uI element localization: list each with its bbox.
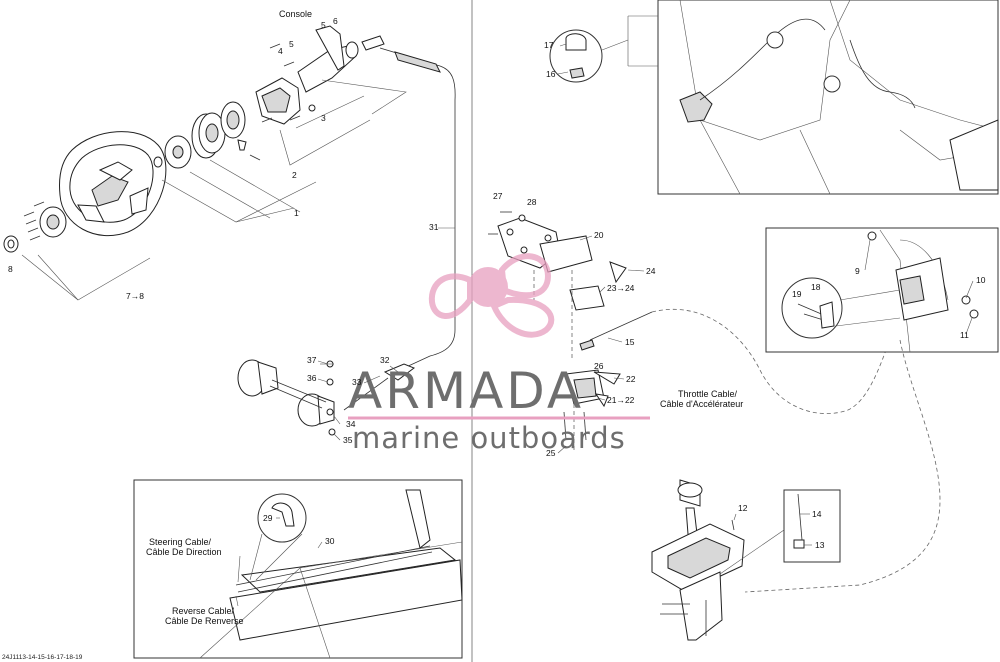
leader-lines xyxy=(276,43,974,549)
callout-32: 32 xyxy=(380,355,390,365)
callout-17: 17 xyxy=(544,40,554,50)
callout-numbers: 1 2 3 4 5 5 6 7→8 8 9 10 11 12 13 14 15 … xyxy=(8,16,986,550)
callout-11: 11 xyxy=(960,330,969,340)
callout-19: 19 xyxy=(792,289,802,299)
armada-logo-icon xyxy=(428,253,555,338)
cable-attachment-inset xyxy=(744,227,999,593)
callout-24: 24 xyxy=(646,266,656,276)
steering-adapter-group xyxy=(153,101,317,223)
callout-12: 12 xyxy=(738,503,748,513)
callout-37: 37 xyxy=(307,355,317,365)
callout-15: 15 xyxy=(625,337,635,347)
callout-28: 28 xyxy=(527,197,537,207)
callout-14: 14 xyxy=(812,509,822,519)
steering-cable-fr-label: Câble De Direction xyxy=(146,547,222,557)
callout-31: 31 xyxy=(429,222,439,232)
callout-27: 27 xyxy=(493,191,503,201)
callout-8: 8 xyxy=(8,264,13,274)
document-code: 24J1113-14-15-16-17-18-19 xyxy=(2,654,83,661)
callout-26: 26 xyxy=(594,361,604,371)
callout-5a: 5 xyxy=(321,20,326,30)
reverse-cable-label: Reverse Cable/ xyxy=(172,606,235,616)
callout-36: 36 xyxy=(307,373,317,383)
callout-23-24: 23→24 xyxy=(607,283,635,293)
callout-16: 16 xyxy=(546,69,556,79)
callout-33: 33 xyxy=(352,377,362,387)
console-interior-inset xyxy=(627,0,999,195)
callout-18: 18 xyxy=(811,282,821,292)
shifter-assembly xyxy=(651,479,841,641)
cable-connection-group xyxy=(237,359,416,436)
callout-4: 4 xyxy=(278,46,283,56)
callout-1: 1 xyxy=(294,208,299,218)
steering-cable-label: Steering Cable/ xyxy=(149,537,212,547)
callout-20: 20 xyxy=(594,230,604,240)
throttle-cable-fr-label: Câble d'Accélérateur xyxy=(660,399,743,409)
throttle-bracket-group xyxy=(488,211,893,450)
callout-6: 6 xyxy=(333,16,338,26)
callout-13: 13 xyxy=(815,540,825,550)
callout-35: 35 xyxy=(343,435,353,445)
callout-9: 9 xyxy=(855,266,860,276)
callout-3: 3 xyxy=(321,113,326,123)
callout-21-22: 21→22 xyxy=(607,395,635,405)
watermark-brand: ARMADA xyxy=(348,362,584,420)
callout-29: 29 xyxy=(263,513,273,523)
throttle-cable-label: Throttle Cable/ xyxy=(678,389,738,399)
helm-unit xyxy=(255,25,456,369)
callout-7-8: 7→8 xyxy=(126,291,144,301)
callout-22: 22 xyxy=(626,374,636,384)
hull-inset xyxy=(133,479,463,659)
callout-25: 25 xyxy=(546,448,556,458)
callout-30: 30 xyxy=(325,536,335,546)
callout-10: 10 xyxy=(976,275,986,285)
clamp-detail xyxy=(549,29,629,83)
steering-wheel-group xyxy=(3,131,167,301)
callout-2: 2 xyxy=(292,170,297,180)
console-label: Console xyxy=(279,9,312,19)
reverse-cable-fr-label: Câble De Renverse xyxy=(165,616,244,626)
callout-34: 34 xyxy=(346,419,356,429)
callout-5b: 5 xyxy=(289,39,294,49)
watermark-tagline: marine outboards xyxy=(352,421,626,455)
